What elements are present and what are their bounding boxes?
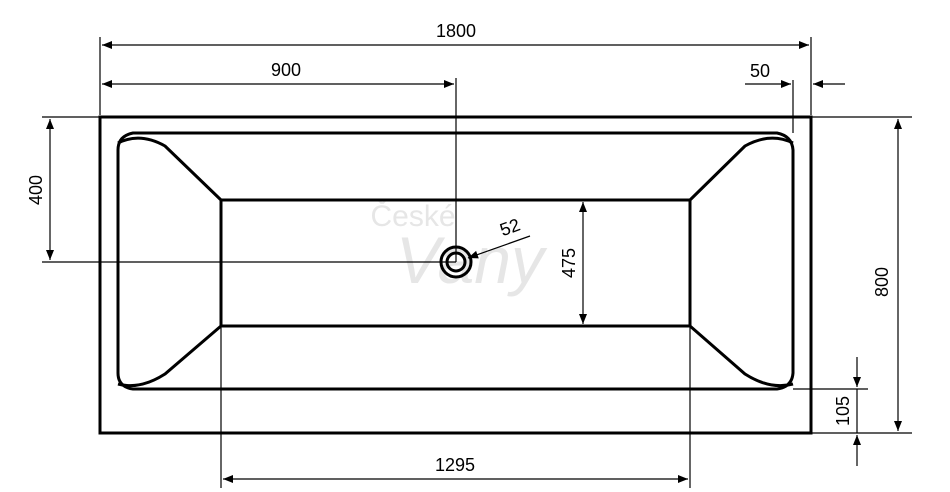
dim-drain-offset: 400	[26, 119, 54, 260]
extension-lines	[42, 37, 912, 488]
label-bottom-rim: 105	[833, 396, 853, 426]
dim-overall-width: 800	[872, 119, 902, 431]
label-overall-length: 1800	[436, 21, 476, 41]
dim-half-length: 900	[102, 60, 454, 88]
right-end-panel	[688, 136, 794, 388]
label-overall-width: 800	[872, 267, 892, 297]
label-rim-width: 50	[750, 61, 770, 81]
label-floor-width: 475	[559, 248, 579, 278]
watermark-line1: České	[370, 199, 455, 233]
dim-rim-width: 50	[745, 61, 845, 88]
dim-overall-length: 1800	[102, 21, 809, 49]
dim-floor-width: 475	[559, 202, 587, 324]
label-floor-length: 1295	[435, 455, 475, 475]
left-end-panel	[117, 136, 223, 388]
label-drain-offset: 400	[26, 175, 46, 205]
dim-bottom-rim: 105	[833, 357, 861, 466]
dim-floor-length: 1295	[223, 455, 688, 483]
label-half-length: 900	[271, 60, 301, 80]
